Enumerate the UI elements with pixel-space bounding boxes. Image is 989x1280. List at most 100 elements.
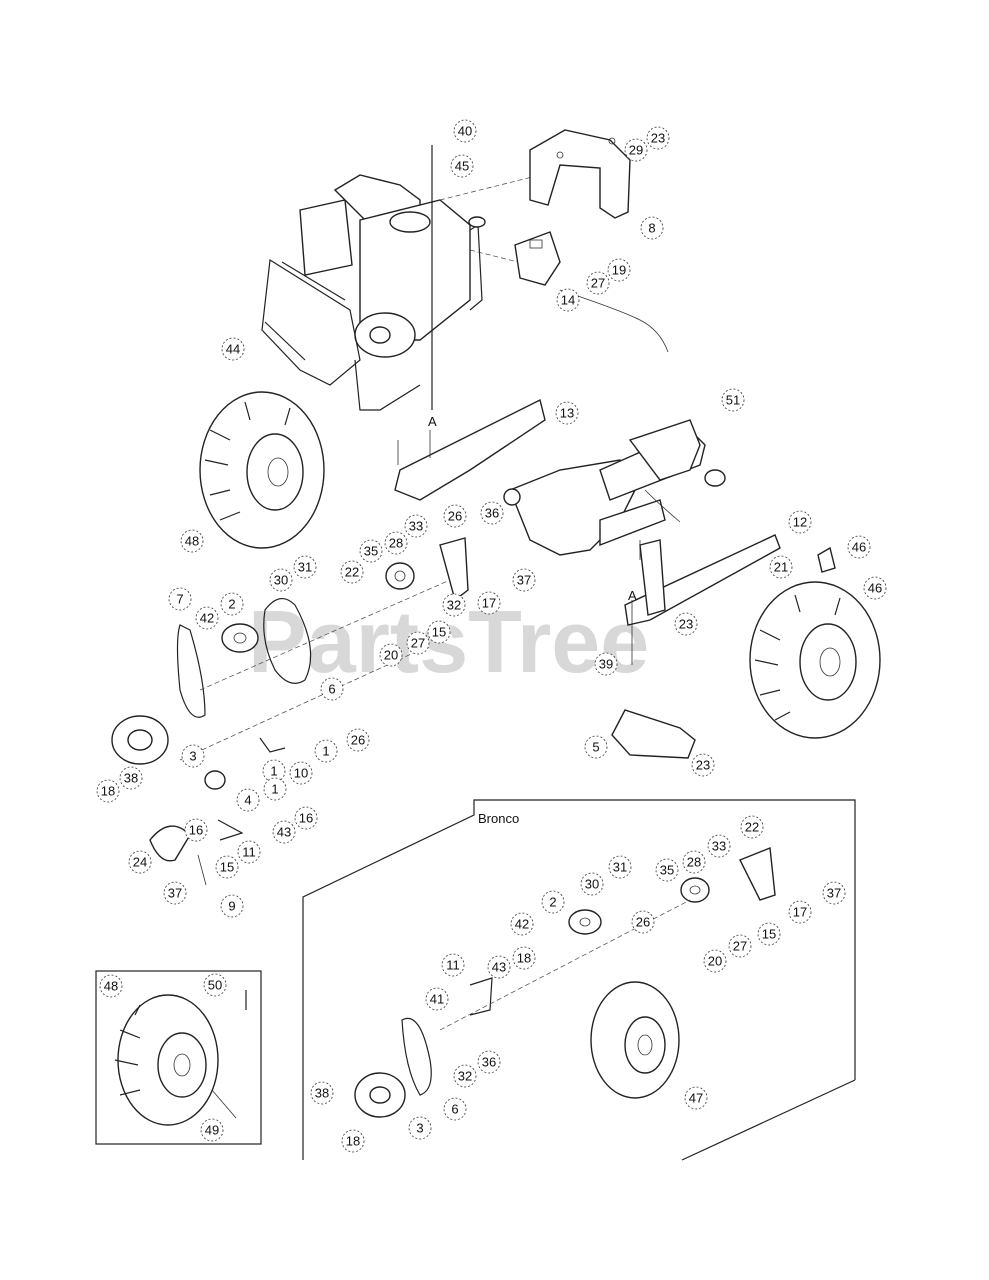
callout-46: 46 (863, 576, 887, 600)
callout-circle (99, 974, 123, 998)
callout-circle (404, 514, 428, 538)
callout-number: 43 (492, 960, 506, 975)
callout-18: 18 (341, 1129, 365, 1153)
callout-number: 23 (696, 758, 710, 773)
callout-circle (740, 815, 764, 839)
callout-31: 31 (293, 555, 317, 579)
left-wheel (199, 391, 325, 549)
callout-number: 31 (298, 560, 312, 575)
callout-number: 1 (322, 744, 329, 759)
callout-circle (359, 539, 383, 563)
callout-number: 16 (189, 823, 203, 838)
inset-wheel-box (95, 970, 262, 1145)
callout-number: 23 (679, 617, 693, 632)
callout-number: 32 (458, 1069, 472, 1084)
callout-circle (607, 258, 631, 282)
callout-17: 17 (788, 900, 812, 924)
callout-circle (237, 840, 261, 864)
callout-26: 26 (443, 504, 467, 528)
callout-circle (624, 138, 648, 162)
callout-15: 15 (757, 922, 781, 946)
shield-plate (611, 709, 696, 759)
callout-2: 2 (541, 890, 565, 914)
callout-number: 12 (793, 515, 807, 530)
callout-number: 17 (793, 905, 807, 920)
callout-number: 35 (364, 544, 378, 559)
callout-circle (674, 612, 698, 636)
callout-circle (477, 591, 501, 615)
callout-26: 26 (346, 728, 370, 752)
callout-circle (379, 643, 403, 667)
callout-36: 36 (477, 1050, 501, 1074)
callout-36: 36 (480, 501, 504, 525)
callout-circle (707, 834, 731, 858)
callout-48: 48 (180, 529, 204, 553)
callout-number: 26 (636, 915, 650, 930)
belt-guard (529, 129, 631, 219)
callout-circle (310, 1081, 334, 1105)
callout-number: 11 (446, 958, 460, 973)
callout-number: 32 (447, 598, 461, 613)
callout-39: 39 (594, 652, 618, 676)
callout-circle (788, 900, 812, 924)
callout-11: 11 (237, 840, 261, 864)
callout-number: 30 (274, 573, 288, 588)
callout-23: 23 (691, 753, 715, 777)
callout-43: 43 (487, 955, 511, 979)
callout-5: 5 (584, 735, 608, 759)
callout-circle (757, 922, 781, 946)
callout-7: 7 (168, 587, 192, 611)
callout-12: 12 (788, 510, 812, 534)
callout-circle (450, 154, 474, 178)
callout-38: 38 (310, 1081, 334, 1105)
callout-9: 9 (220, 894, 244, 918)
callout-circle (96, 779, 120, 803)
callout-number: 26 (351, 733, 365, 748)
callout-number: 48 (185, 534, 199, 549)
callout-circle (847, 535, 871, 559)
callout-circle (646, 126, 670, 150)
callout-number: 45 (455, 159, 469, 174)
callout-number: 3 (416, 1121, 423, 1136)
callout-circle (631, 910, 655, 934)
callout-circle (480, 501, 504, 525)
callout-41: 41 (425, 987, 449, 1011)
callout-circle (406, 631, 430, 655)
callout-27: 27 (406, 631, 430, 655)
callout-18: 18 (512, 946, 536, 970)
callout-number: 19 (612, 263, 626, 278)
callout-circle (512, 568, 536, 592)
callout-number: 1 (271, 782, 278, 797)
callout-51: 51 (721, 388, 745, 412)
callout-number: 41 (430, 992, 444, 1007)
engine-assembly (261, 145, 669, 411)
callout-24: 24 (128, 850, 152, 874)
callout-number: 27 (733, 939, 747, 954)
callout-15: 15 (427, 620, 451, 644)
callout-circle (691, 753, 715, 777)
callout-circle (215, 855, 239, 879)
callout-circle (788, 510, 812, 534)
callout-circle (272, 820, 296, 844)
callout-circle (477, 1050, 501, 1074)
callout-number: 37 (168, 886, 182, 901)
transmission-housing (503, 419, 726, 556)
callout-1: 1 (263, 777, 287, 801)
callout-28: 28 (384, 531, 408, 555)
callout-circle (684, 1086, 708, 1110)
callout-number: 48 (104, 979, 118, 994)
callout-number: 10 (294, 766, 308, 781)
drive-components (111, 537, 666, 886)
callout-number: 44 (226, 342, 240, 357)
callout-40: 40 (453, 119, 477, 143)
callout-37: 37 (163, 881, 187, 905)
callout-circle (769, 555, 793, 579)
callout-15: 15 (215, 855, 239, 879)
callout-28: 28 (682, 850, 706, 874)
callout-6: 6 (443, 1097, 467, 1121)
callout-number: 21 (774, 560, 788, 575)
frame-rail-left (394, 398, 546, 501)
callout-29: 29 (624, 138, 648, 162)
